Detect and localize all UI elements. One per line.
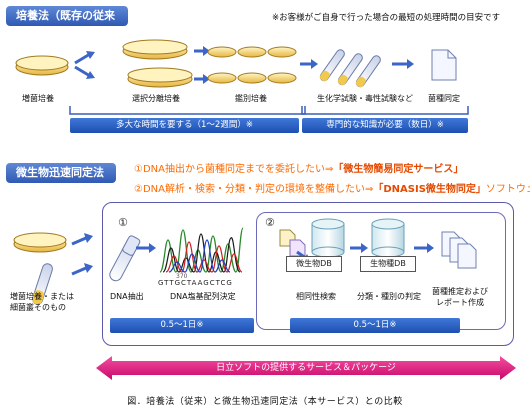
software-name: 「DNASIS微生物同定」 [373,184,486,195]
sequence-letters: GTTGCTAAGCTCG [158,279,233,287]
duration-bar-analysis: 0.5～1日※ [290,318,460,333]
homology-search-label: 相同性検索 [296,292,336,301]
petri-dish-icon [127,67,193,88]
option-line-1: ①DNA抽出から菌種同定までを委託したい⇒「微生物簡易同定サービス」 [134,160,463,175]
step-label-enrichment: 増菌培養 [22,94,54,103]
duration-brackets [69,106,469,115]
report-label-line2: レポート作成 [436,298,484,307]
step-label-identification: 菌種同定 [428,94,460,103]
option-line-2: ②DNA解析・検索・分類・判定の環境を整備したい⇒「DNASIS微生物同定」ソフ… [134,180,530,195]
duration-bar-expertise: 専門的な知識が必要（数日）※ [302,118,468,133]
species-db-label: 生物種DB [360,256,416,272]
service-name: 「微生物簡易同定サービス」 [333,164,464,175]
source-label-line1: 増菌培養・または [10,292,74,301]
step-number-1: ① [118,216,128,229]
step-number-2: ② [265,216,275,229]
section2-title: 微生物迅速同定法 [6,163,116,183]
test-tube-icon [32,263,53,305]
dna-chromatogram [159,227,244,273]
option-2-text: ②DNA解析・検索・分類・判定の環境を整備したい⇒ [134,184,374,195]
step-label-biochemical: 生化学試験・毒性試験など [317,94,413,103]
dna-extraction-label: DNA抽出 [110,292,144,301]
report-label-line1: 菌種推定および [432,287,488,296]
duration-bar-culture: 多大な時間を要する（1～2週間）※ [70,118,299,133]
classification-label: 分類・種別の判定 [357,292,421,301]
source-label-line2: 細菌叢そのもの [10,303,66,312]
culture-process-illustration [15,39,457,88]
petri-dish-icon [13,232,67,253]
report-documents-icon [441,231,477,269]
rapid-id-illustration [13,218,477,305]
microbe-db-label: 微生物DB [286,256,342,272]
test-tube-icon [319,49,381,88]
section1-note: ※お客様がご自身で行った場合の最短の処理時間の目安です [272,13,501,23]
service-banner-text: 日立ソフトの提供するサービス＆パッケージ [216,363,396,373]
section1-title: 培養法（既存の従来法） [6,6,128,42]
microbe-database-icon [311,218,345,258]
species-database-icon [371,218,405,258]
petri-dish-icon [15,55,69,76]
dna-tube-icon [109,235,141,282]
petri-dish-icon [207,46,297,84]
petri-dish-icon [122,39,188,60]
dna-sequencing-label: DNA塩基配列決定 [170,292,236,301]
document-icon [431,49,457,81]
figure-caption: 図．培養法（従来）と微生物迅速同定法（本サービス）との比較 [127,397,403,407]
service-scope-arrow [96,356,516,380]
step-label-differential: 鑑別培養 [235,94,267,103]
option-1-text: ①DNA抽出から菌種同定までを委託したい⇒ [134,164,334,175]
option-2-suffix: ソフトウェア [485,184,530,195]
duration-bar-sequencing: 0.5～1日※ [110,318,254,333]
sequence-position: 370 [176,273,188,280]
sequence-file-icon [279,229,306,257]
step-label-selective-isolation: 選択分離培養 [132,94,180,103]
